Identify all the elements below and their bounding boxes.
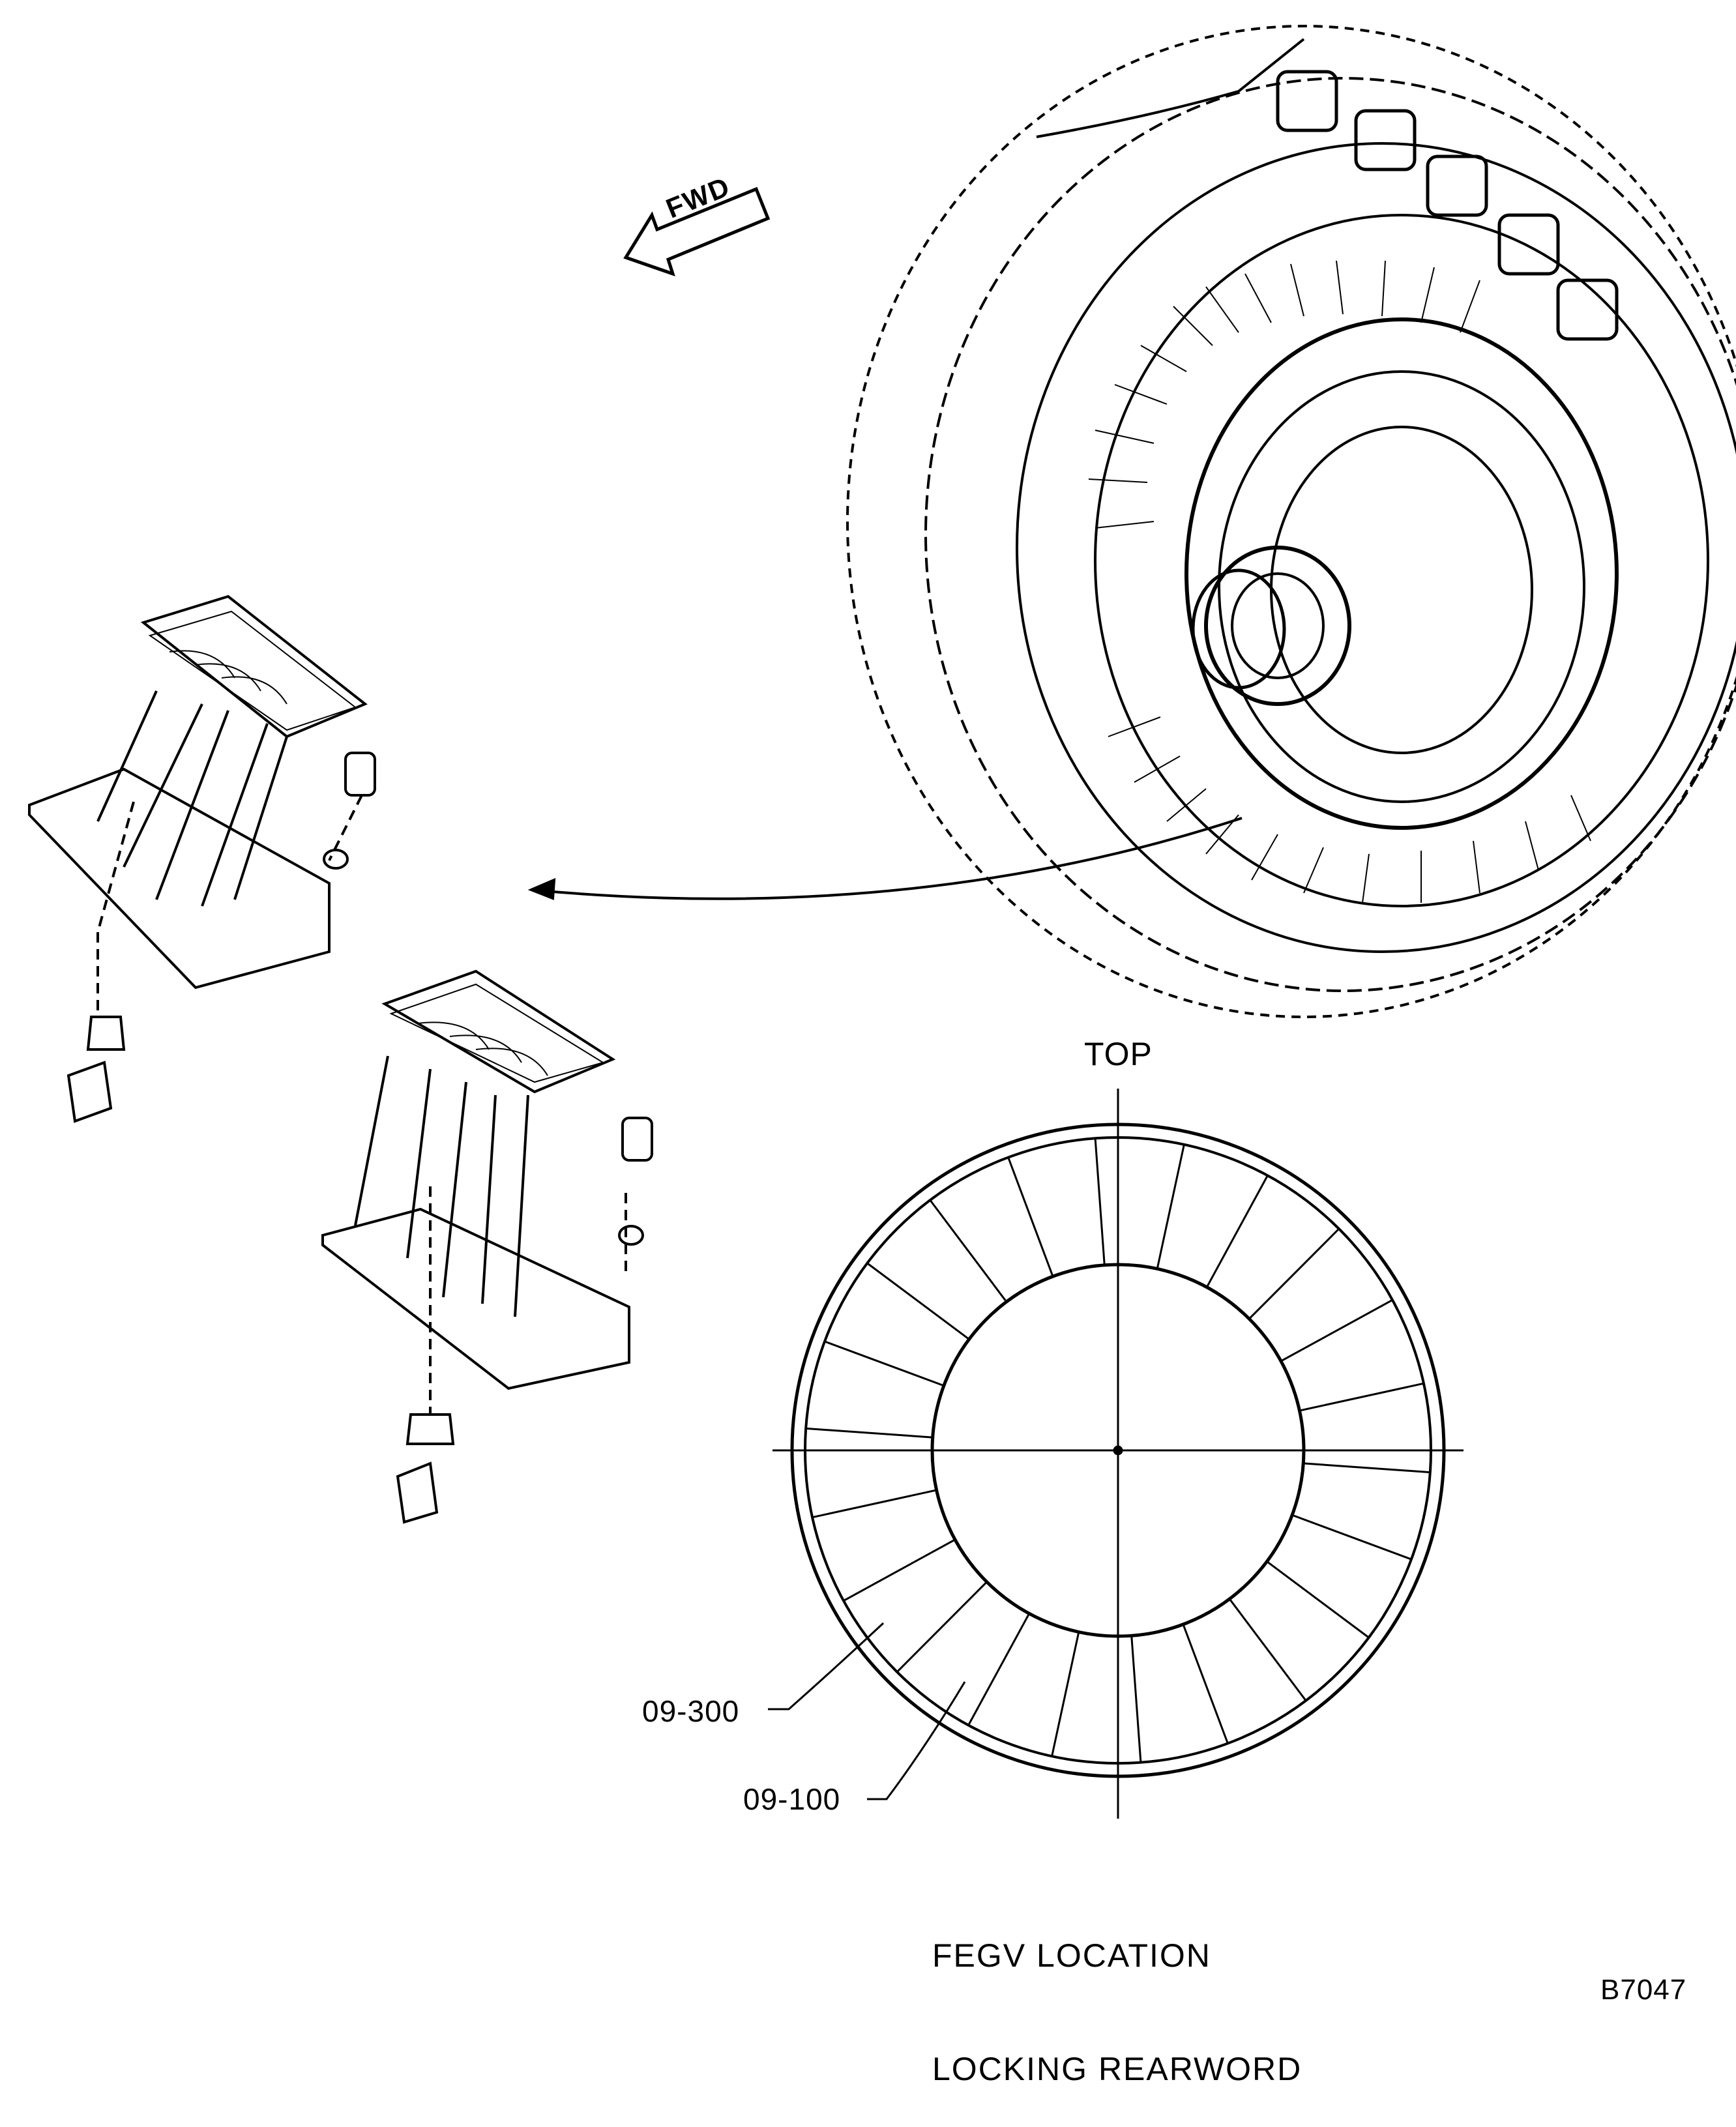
vane-divider-line: [896, 1581, 988, 1673]
ref-09-300-label: 09-300: [642, 1694, 740, 1728]
vane-divider-line: [929, 1199, 1008, 1302]
vane-divider-line: [1182, 1624, 1229, 1744]
vane-divider-line: [1051, 1632, 1080, 1757]
vane-divider-line: [1303, 1462, 1430, 1474]
vane-divider-line: [1156, 1144, 1185, 1269]
vane-divider-line: [866, 1262, 970, 1340]
vane-divider-line: [1299, 1382, 1424, 1412]
engine-fan-case-illustration: [846, 25, 1736, 1018]
vane-segment-lower: [321, 969, 653, 1524]
vane-divider-line: [1007, 1156, 1054, 1277]
vane-divider-line: [1130, 1636, 1142, 1763]
fegv-location-diagram: [772, 1089, 1464, 1819]
vane-divider-line: [812, 1489, 937, 1519]
caption-line-2: LOCKING REARWORD: [932, 2051, 1302, 2087]
vane-divider-line: [824, 1340, 945, 1387]
ref-09-100-label: 09-100: [743, 1782, 841, 1816]
figure-id: B7047: [1600, 1974, 1687, 2006]
diagram-caption: FEGV LOCATION LOCKING REARWORD: [932, 1861, 1302, 2126]
caption-line-1: FEGV LOCATION: [932, 1937, 1211, 1974]
vane-divider-line: [1248, 1228, 1340, 1320]
removal-arrow: [527, 817, 1243, 900]
vane-divider-line: [1266, 1561, 1370, 1639]
vane-divider-line: [806, 1427, 933, 1439]
vane-segment-upper: [28, 594, 376, 1123]
vane-divider-line: [1205, 1175, 1269, 1288]
vane-divider-line: [1094, 1138, 1106, 1265]
vane-divider-line: [967, 1613, 1031, 1726]
vane-divider-line: [843, 1538, 956, 1602]
reference-leaders: [768, 1622, 966, 1800]
vane-divider-line: [1280, 1299, 1393, 1362]
top-label: TOP: [1084, 1036, 1153, 1072]
vane-divider-line: [1228, 1598, 1307, 1701]
fwd-arrow: [623, 186, 771, 276]
vane-divider-line: [1291, 1514, 1412, 1561]
